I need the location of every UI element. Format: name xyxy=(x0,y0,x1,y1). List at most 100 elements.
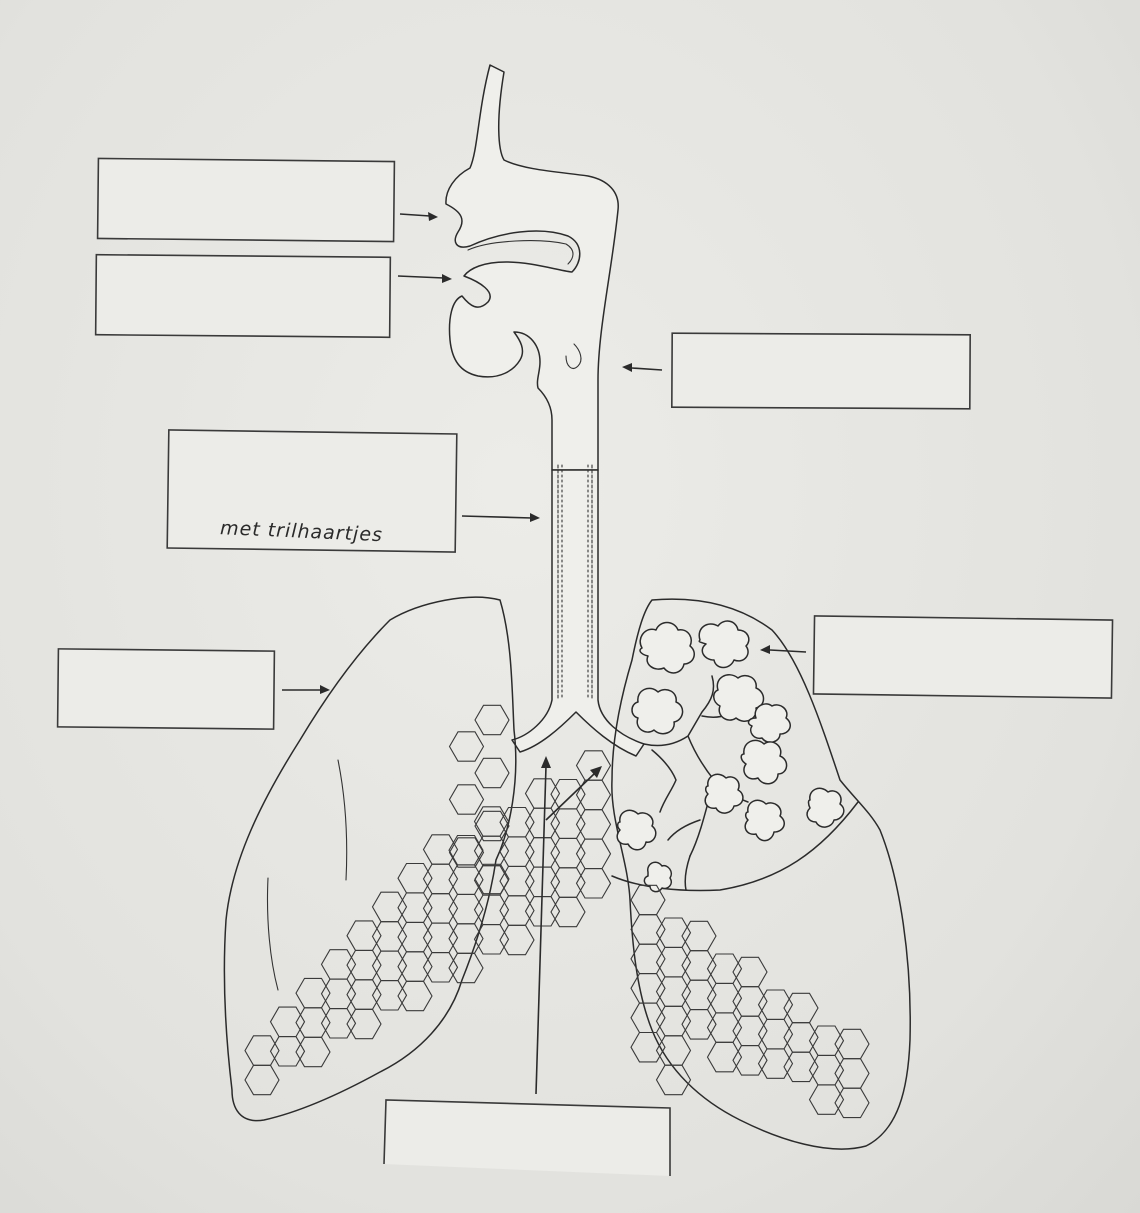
alveolus-cell xyxy=(347,980,381,1010)
alveolus-cell xyxy=(733,957,767,986)
alveolus-cell xyxy=(577,751,611,780)
label-box-4[interactable] xyxy=(672,333,970,409)
arrow-1 xyxy=(400,212,438,221)
alveolus-cell xyxy=(347,921,381,951)
alveolus-cell xyxy=(373,922,407,951)
alveolus-cell xyxy=(424,894,458,923)
alveolus-cell xyxy=(759,1019,793,1049)
alveolus-cell xyxy=(398,981,432,1010)
arrow-3 xyxy=(622,363,662,372)
alveolus-cell xyxy=(682,951,716,981)
alveolus-cell xyxy=(475,758,509,787)
alveolus-cell xyxy=(296,1008,330,1038)
label-box-6[interactable] xyxy=(813,616,1112,698)
alveolus-cell xyxy=(296,1037,330,1066)
arrow-4 xyxy=(462,513,540,522)
alveolus-cell xyxy=(708,1042,742,1072)
alveolus-cell xyxy=(398,922,432,951)
alveolus-cell xyxy=(759,990,793,1019)
alveolus-cell xyxy=(398,864,432,893)
label-box-2[interactable] xyxy=(96,255,391,338)
alveolus-cell xyxy=(835,1029,869,1058)
arrow-6 xyxy=(760,645,806,654)
nasal-cavity xyxy=(446,65,618,470)
alveolus-cell xyxy=(322,1009,356,1038)
alveolus-cell xyxy=(784,1052,818,1081)
arrow-2 xyxy=(398,274,452,283)
alveolus-cell xyxy=(657,1065,691,1095)
label-box-1[interactable] xyxy=(98,158,395,241)
alveolus-cell xyxy=(682,980,716,1009)
alveolus-cell xyxy=(810,1085,844,1114)
alveolus-cell xyxy=(657,947,691,977)
alveolus-cell xyxy=(631,974,665,1004)
alveolus-cell xyxy=(577,810,611,839)
arrow-8 xyxy=(546,766,602,820)
alveolus-cell xyxy=(475,895,509,925)
alveolus-cell xyxy=(526,779,560,808)
alveolus-cell xyxy=(810,1055,844,1085)
alveolus-cell xyxy=(398,952,432,982)
alveolus-cell xyxy=(424,864,458,894)
alveolus-cell xyxy=(424,953,458,982)
honeycomb-right xyxy=(631,885,869,1117)
alveolus-cell xyxy=(271,1037,305,1066)
alveolus-cell xyxy=(733,1016,767,1045)
alveolus-cell xyxy=(835,1088,869,1117)
alveolus-cell xyxy=(784,1023,818,1052)
alveolus-cell xyxy=(577,780,611,810)
alveolus-cell xyxy=(245,1065,279,1094)
alveolus-cell xyxy=(424,923,458,953)
alveolus-cell xyxy=(551,838,585,867)
alveolus-cell xyxy=(475,705,509,734)
alveolus-cell xyxy=(373,981,407,1010)
alveolus-cell xyxy=(551,780,585,809)
alveolus-cell xyxy=(245,1036,279,1066)
honeycomb-left xyxy=(245,705,611,1094)
alveolus-cell xyxy=(322,979,356,1009)
arrow-5 xyxy=(282,685,330,694)
alveolus-cell xyxy=(322,950,356,979)
alveolus-cell xyxy=(657,918,691,947)
alveolus-cell xyxy=(449,865,483,895)
alveolus-cell xyxy=(500,837,534,867)
alveolus-cell xyxy=(733,987,767,1017)
alveolus-cell xyxy=(424,835,458,864)
alveolus-cell xyxy=(500,896,534,926)
alveolus-cell xyxy=(810,1026,844,1055)
alveolus-cell xyxy=(449,894,483,923)
alveolus-cell xyxy=(373,892,407,922)
alveolus-cell xyxy=(450,785,484,814)
label-box-5[interactable] xyxy=(58,649,275,729)
alveolus-cell xyxy=(682,921,716,950)
alveolus-cell xyxy=(398,893,432,923)
alveolus-cell xyxy=(708,1013,742,1042)
alveolus-cell xyxy=(347,1009,381,1038)
alveolus-cell xyxy=(450,732,484,761)
alveolus-cell xyxy=(733,1046,767,1076)
alveolus-cell xyxy=(551,868,585,898)
alveoli-clusters xyxy=(617,621,844,892)
alveolus-cell xyxy=(551,897,585,926)
alveolus-cell xyxy=(577,869,611,898)
alveolus-cell xyxy=(373,951,407,981)
alveolus-cell xyxy=(296,978,330,1007)
alveolus-cell xyxy=(449,924,483,954)
alveolus-cell xyxy=(708,983,742,1013)
alveolus-cell xyxy=(347,950,381,979)
alveolus-cell xyxy=(835,1059,869,1089)
alveolus-cell xyxy=(657,1006,691,1036)
arrow-7 xyxy=(536,756,551,1094)
alveolus-cell xyxy=(577,839,611,869)
alveolus-cell xyxy=(500,925,534,954)
alveolus-cell xyxy=(682,1010,716,1040)
label-box-7[interactable] xyxy=(384,1100,670,1176)
alveolus-cell xyxy=(657,977,691,1006)
alveolus-cell xyxy=(631,915,665,945)
alveolus-cell xyxy=(708,954,742,983)
trachea xyxy=(512,465,644,756)
alveolus-cell xyxy=(784,993,818,1022)
alveolus-cell xyxy=(271,1007,305,1037)
